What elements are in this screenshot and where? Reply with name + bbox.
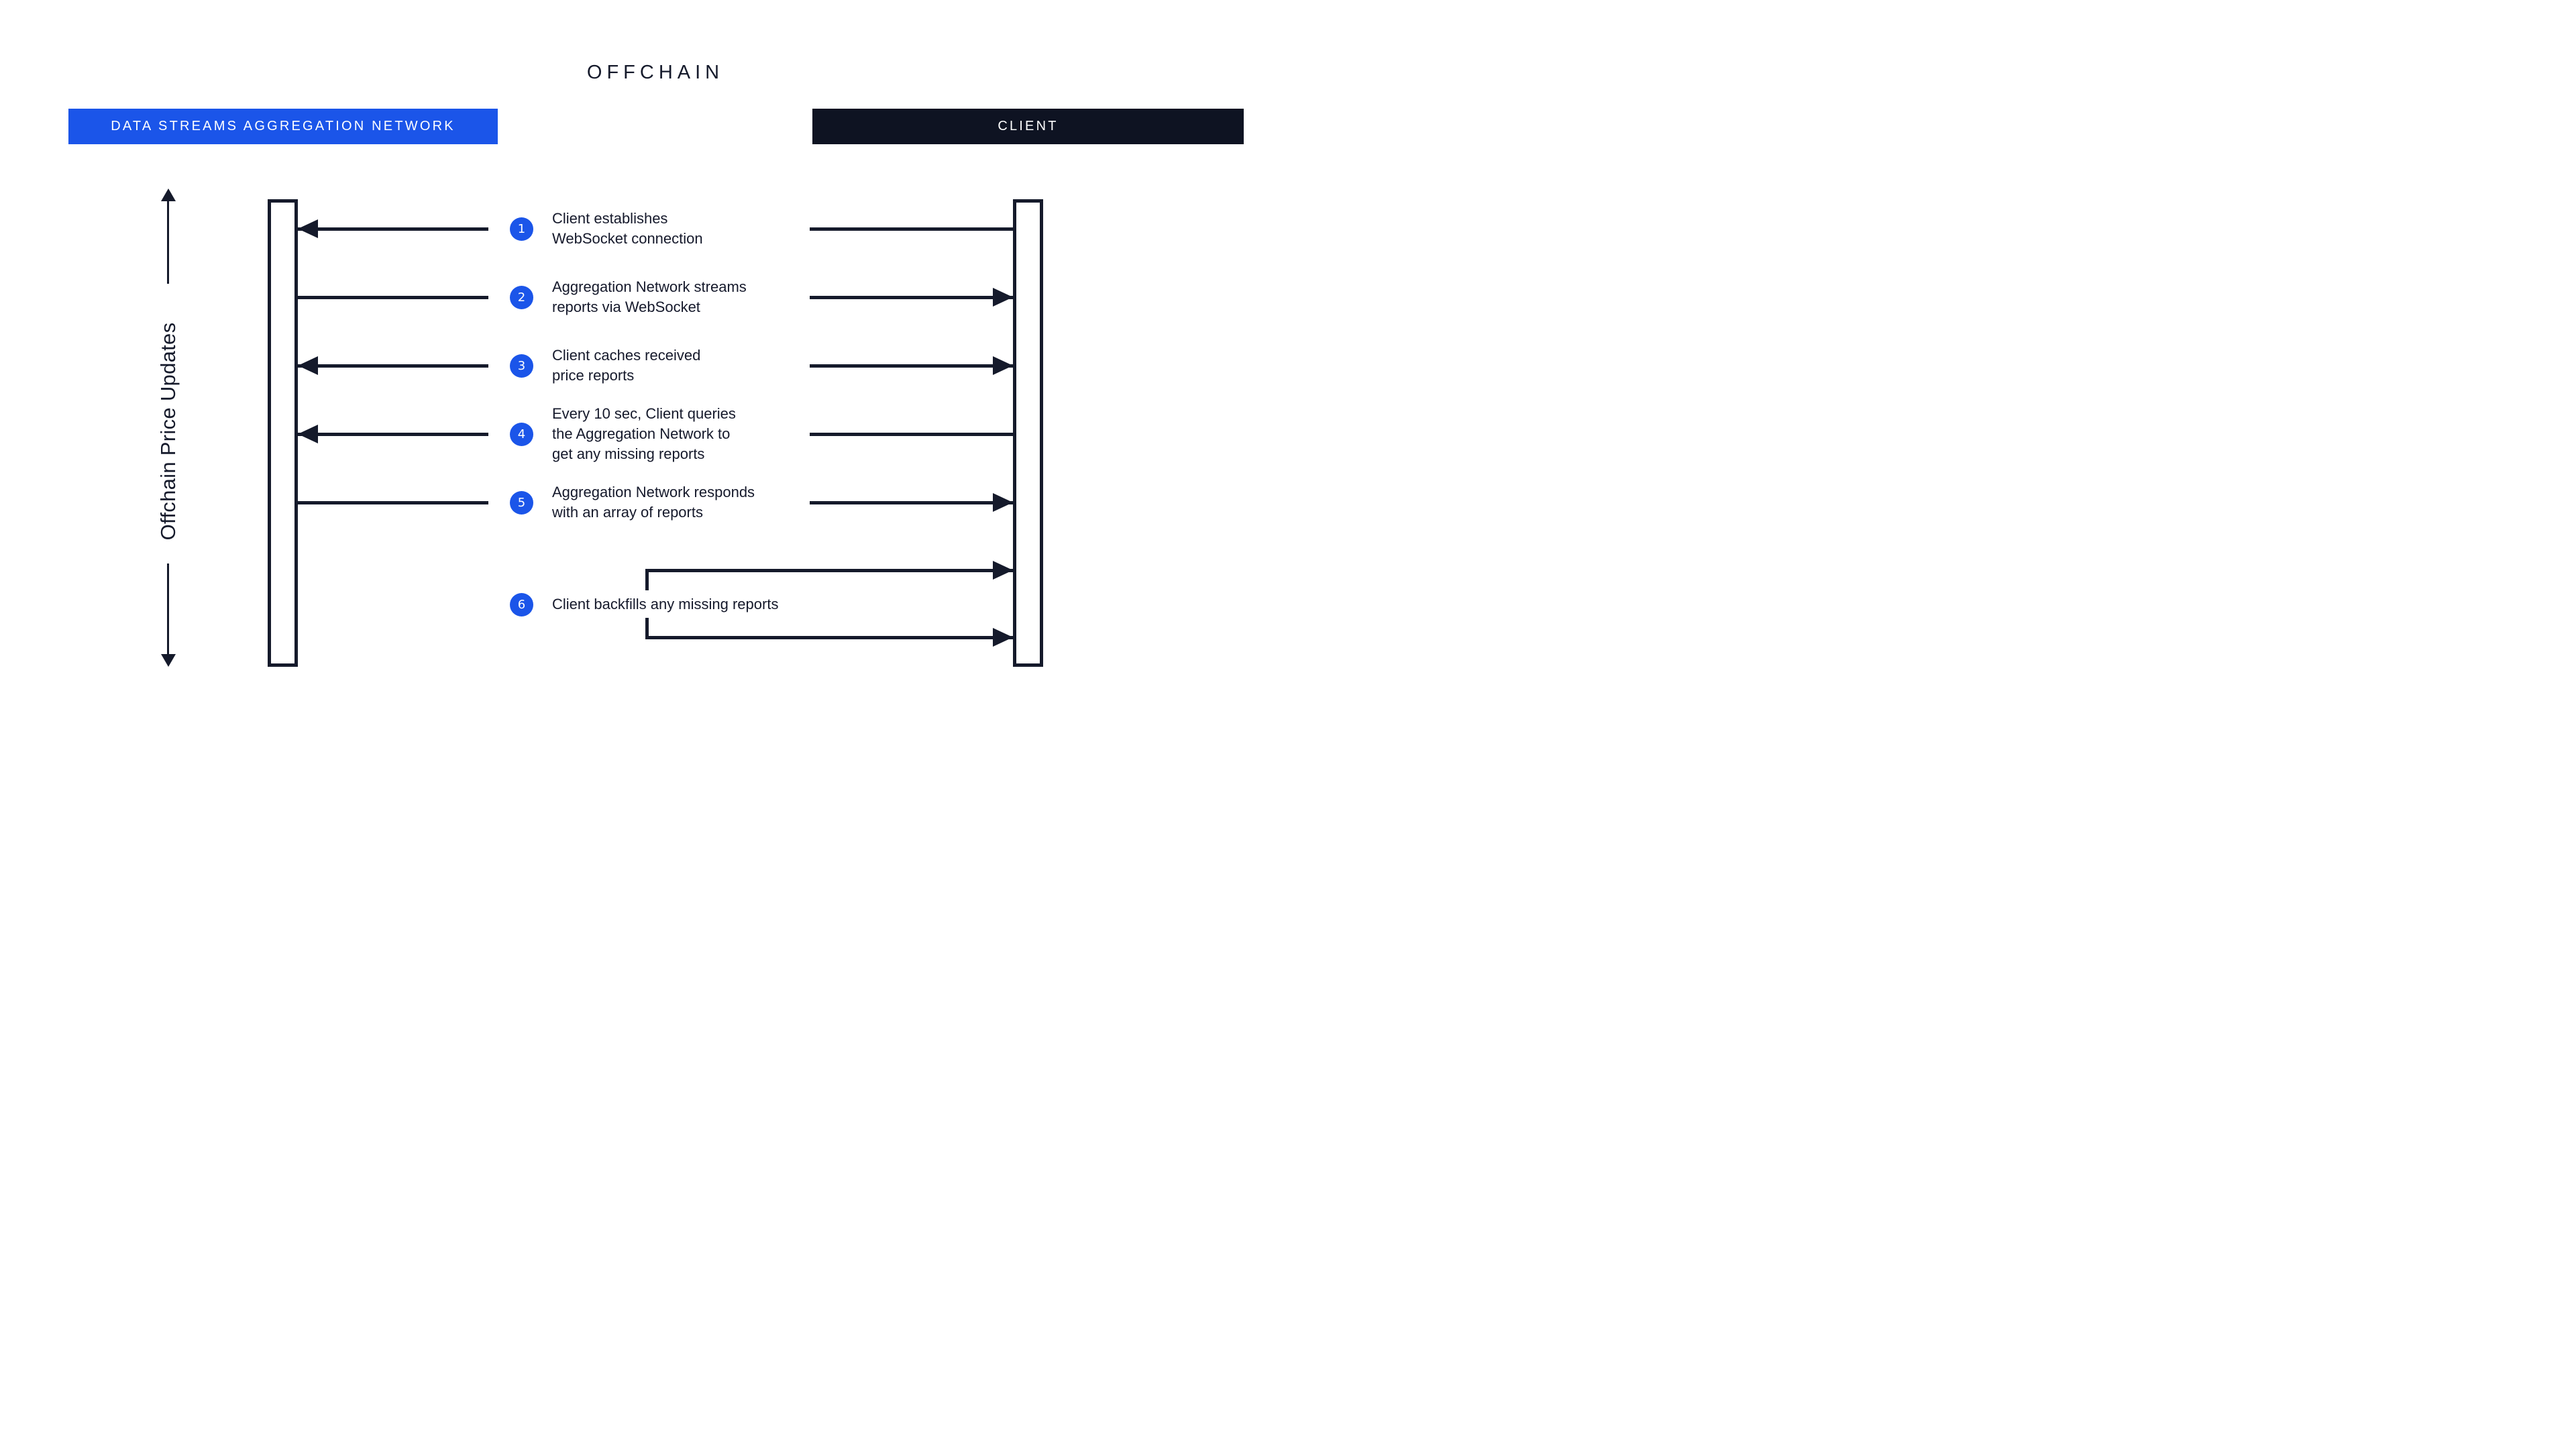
message-line-right: [810, 364, 1013, 368]
step-number: 3: [517, 359, 526, 373]
message-line-left: [298, 227, 488, 231]
axis-line-bottom: [167, 564, 169, 654]
step-badge-3: 3: [510, 354, 533, 378]
loop-stub-bottom: [645, 618, 649, 639]
loop-line-bottom: [645, 636, 1013, 639]
lifeline-client: [1013, 199, 1043, 667]
loop-line-top: [645, 569, 1013, 572]
step-label-1: Client establishes WebSocket connection: [552, 210, 703, 247]
actor-banner-client-label: CLIENT: [998, 119, 1059, 133]
step-number: 4: [517, 427, 526, 441]
message-line-right: [810, 227, 1013, 231]
step-badge-5: 5: [510, 491, 533, 515]
actor-banner-client: CLIENT: [812, 109, 1244, 144]
axis-arrow-down-icon: [161, 654, 176, 667]
step-number: 2: [517, 290, 526, 305]
axis-label: Offchain Price Updates: [156, 322, 180, 541]
arrowhead-left-icon: [298, 425, 318, 443]
actor-banner-aggregation-network: DATA STREAMS AGGREGATION NETWORK: [68, 109, 498, 144]
step-number: 6: [517, 598, 526, 612]
message-line-right: [810, 501, 1013, 504]
message-line-left: [298, 433, 488, 436]
step-badge-6: 6: [510, 593, 533, 616]
arrowhead-right-icon: [993, 561, 1013, 580]
step-badge-1: 1: [510, 217, 533, 241]
step-label-3: Client caches received price reports: [552, 347, 701, 384]
message-line-right: [810, 433, 1013, 436]
step-label-4: Every 10 sec, Client queries the Aggrega…: [552, 405, 736, 462]
arrowhead-right-icon: [993, 288, 1013, 307]
diagram-title: OFFCHAIN: [586, 62, 724, 83]
arrowhead-right-icon: [993, 493, 1013, 512]
step-label-2: Aggregation Network streams reports via …: [552, 278, 747, 315]
step-label-5: Aggregation Network responds with an arr…: [552, 484, 755, 521]
arrowhead-left-icon: [298, 219, 318, 238]
arrowhead-right-icon: [993, 356, 1013, 375]
axis-line-top: [167, 195, 169, 284]
message-line-left: [298, 501, 488, 504]
sequence-diagram: OFFCHAIN DATA STREAMS AGGREGATION NETWOR…: [0, 0, 1288, 724]
step-label-6: Client backfills any missing reports: [552, 596, 779, 612]
step-badge-4: 4: [510, 423, 533, 446]
message-line-left: [298, 296, 488, 299]
message-line-right: [810, 296, 1013, 299]
arrowhead-right-icon: [993, 628, 1013, 647]
lifeline-aggregation-network: [268, 199, 298, 667]
arrowhead-left-icon: [298, 356, 318, 375]
step-badge-2: 2: [510, 286, 533, 309]
actor-banner-network-label: DATA STREAMS AGGREGATION NETWORK: [111, 119, 455, 133]
loop-stub-top: [645, 569, 649, 590]
step-number: 1: [517, 222, 526, 236]
message-line-left: [298, 364, 488, 368]
step-number: 5: [517, 496, 526, 510]
